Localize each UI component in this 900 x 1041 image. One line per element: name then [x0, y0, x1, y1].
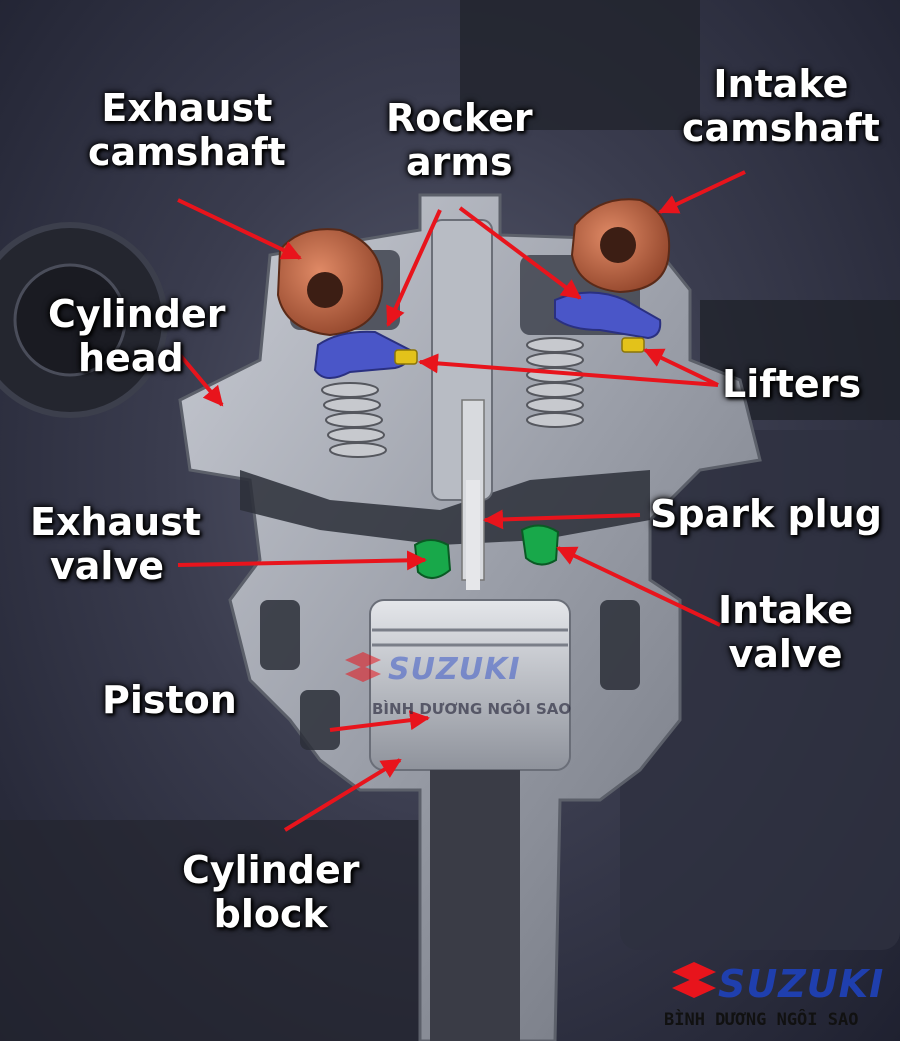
arrow-rocker-right: [458, 206, 582, 300]
exhaust-camshaft-illustration: [276, 228, 384, 337]
intake-camshaft-illustration: [570, 198, 671, 294]
watermark-brand: SUZUKI: [388, 652, 521, 687]
arrow-lifter-left: [418, 353, 719, 387]
arrow-spark-plug: [483, 509, 641, 530]
label-exhaust-valve: Exhaust valve: [30, 500, 201, 588]
label-cylinder-block: Cylinder block: [182, 848, 360, 936]
arrow-exhaust-valve: [177, 550, 427, 571]
callout-arrows: [177, 170, 746, 832]
label-cylinder-head: Cylinder head: [48, 292, 226, 380]
label-rocker-arms: Rocker arms: [386, 96, 533, 184]
arrow-intake-valve: [556, 546, 721, 627]
arrow-lifter-right: [643, 348, 719, 387]
arrow-intake-camshaft: [658, 170, 746, 214]
arrow-rocker-left: [386, 209, 442, 327]
label-exhaust-camshaft: Exhaust camshaft: [88, 86, 286, 174]
label-intake-valve: Intake valve: [718, 588, 854, 676]
label-piston: Piston: [102, 678, 237, 722]
label-spark-plug: Spark plug: [650, 492, 882, 536]
suzuki-s-emblem-icon: [672, 962, 716, 998]
arrow-cylinder-block: [283, 758, 402, 832]
arrow-exhaust-camshaft: [177, 198, 302, 260]
watermark-emblem-icon: [345, 652, 381, 682]
rocker-arms-illustration: [313, 291, 662, 379]
label-intake-camshaft: Intake camshaft: [682, 62, 880, 150]
logo-brand: SUZUKI: [718, 962, 885, 1006]
valve-springs: [321, 337, 584, 458]
lifters-illustration: [394, 337, 645, 365]
spark-plug-illustration: [431, 219, 493, 590]
arrow-cylinder-head: [178, 353, 224, 407]
logo-dealer-name: BÌNH DƯƠNG NGÔI SAO: [664, 1010, 859, 1030]
arrow-piston: [329, 710, 430, 732]
watermark-dealer: BÌNH DƯƠNG NGÔI SAO: [372, 700, 572, 718]
label-lifters: Lifters: [722, 362, 862, 406]
